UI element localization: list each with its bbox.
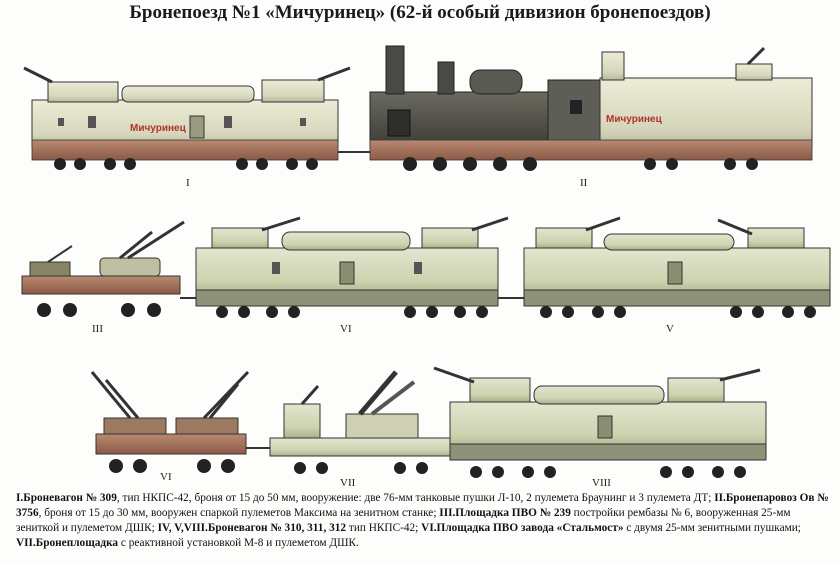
caption-item-2-title: II.Бронепаровоз Ов № 3756 [16,492,829,519]
caption-item-1-text: , тип НКПС-42, броня от 15 до 50 мм, воо… [116,492,715,504]
label-car-1: I [186,177,190,189]
caption: I.Броневагон № 309, тип НКПС-42, броня о… [16,491,831,551]
caption-item-5-title: VI.Площадка ПВО завода «Стальмост» [421,522,624,534]
train-illustration: Мичуринец Мичуринец [21,45,831,489]
car-ii-name-paint: Мичуринец [606,114,663,125]
label-car-2: II [580,177,588,189]
armored-locomotive-ii [369,45,813,171]
caption-item-4-text: тип НКПС-42; [346,522,422,534]
car-i-name-paint: Мичуринец [130,123,187,134]
label-car-8: VIII [592,477,611,489]
label-car-7: VII [340,477,356,489]
caption-item-6-title: VII.Бронеплощадка [16,537,119,549]
caption-item-1-title: I.Броневагон № 309 [16,492,117,504]
armored-car-v [523,216,831,318]
caption-item-6-text: с реактивной установкой М-8 и пулеметом … [118,537,359,549]
caption-item-2-text: , броня от 15 до 30 мм, вооружен спаркой… [38,507,440,519]
caption-item-4-title: IV, V,VIII.Броневагон № 310, 311, 312 [157,522,347,534]
armored-car-i [23,66,351,170]
page-title: Бронепоезд №1 «Мичуринец» (62-й особый д… [129,2,711,23]
armored-car-viii [433,366,767,478]
label-car-5: V [666,323,674,335]
label-car-6: VI [160,471,172,483]
label-car-3: III [92,323,103,335]
caption-item-3-title: III.Площадка ПВО № 239 [439,507,571,519]
aa-platform-vi [90,370,250,473]
armored-platform-vii [269,370,451,474]
label-car-4: VI [340,323,352,335]
armored-car-row2-left [195,216,509,318]
aa-platform-iii [21,220,185,317]
caption-item-3-text: постройки рембазы № 6, вооруженная 25-мм… [16,507,791,534]
caption-item-5-text: с двумя 25-мм зенитными пушками; [623,522,801,534]
